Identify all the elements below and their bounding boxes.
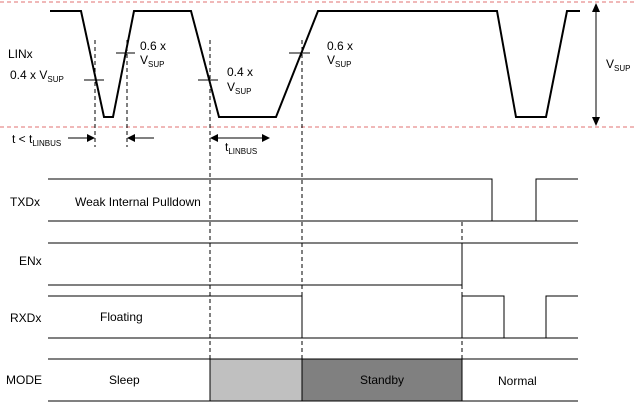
thresh-04-mid-coef: 0.4 x: [227, 65, 253, 79]
rxd-state-text: Floating: [100, 310, 143, 324]
mode-normal-label: Normal: [498, 374, 537, 388]
mode-signal-label: MODE: [6, 373, 42, 387]
thresh-06-left-coef: 0.6 x: [140, 39, 166, 53]
vsup-arrow: [592, 3, 600, 126]
rxd-signal-label: RXDx: [10, 311, 41, 325]
lin-signal-label: LINx: [8, 47, 33, 61]
thresh-04-mid-vsup: VSUP: [227, 80, 251, 96]
t-linbus-arrow: [210, 134, 270, 142]
rxd-waveform: [301, 295, 578, 339]
thresh-06-right-coef: 0.6 x: [327, 39, 353, 53]
t-less-than-label: t < tLINBUS: [12, 132, 61, 148]
thresh-06-left-vsup: VSUP: [140, 53, 164, 69]
mode-sleep-label: Sleep: [109, 373, 140, 387]
txd-state-text: Weak Internal Pulldown: [75, 195, 201, 209]
txd-waveform: [48, 178, 578, 222]
t-linbus-label: tLINBUS: [225, 140, 257, 156]
vsup-label: VSUP: [606, 57, 630, 73]
en-signal-label: ENx: [19, 254, 42, 268]
lin-waveform: [50, 10, 580, 118]
t-less-than-arrows: [68, 134, 154, 142]
thresh-06-right-vsup: VSUP: [327, 53, 351, 69]
txd-signal-label: TXDx: [10, 195, 40, 209]
mode-transition-block: [209, 358, 303, 402]
thresh-04-left-label: 0.4 x VSUP: [10, 68, 64, 84]
en-waveform: [48, 242, 578, 286]
mode-standby-label: Standby: [360, 373, 404, 387]
